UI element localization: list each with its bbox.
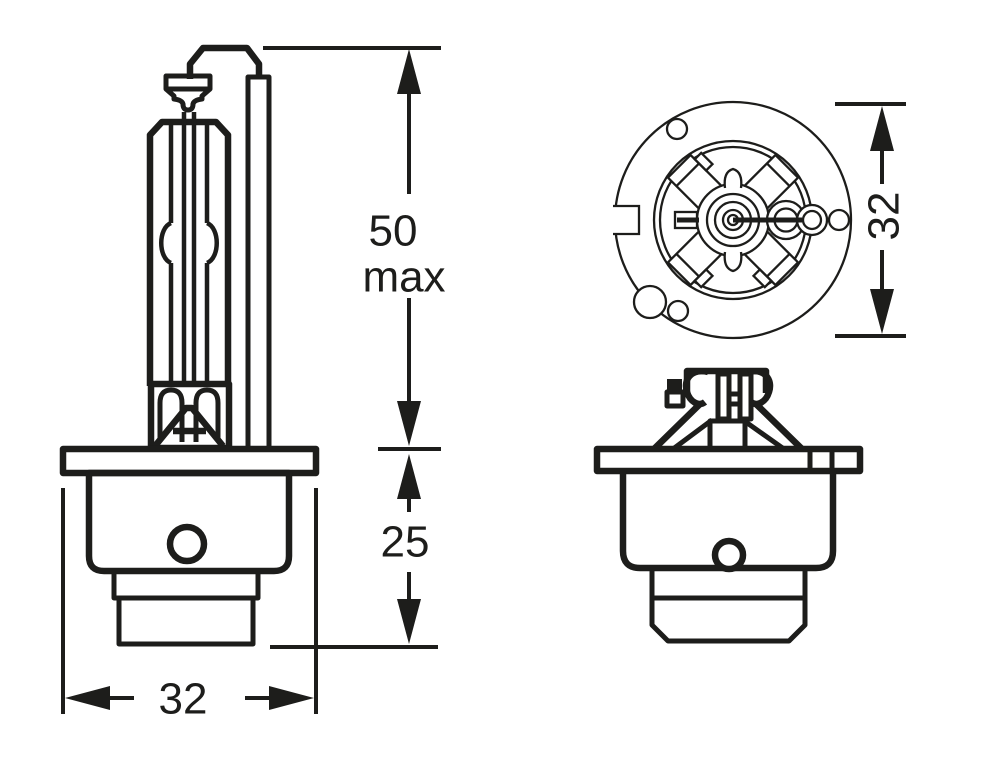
dim-32-diameter-label: 32 bbox=[860, 192, 909, 241]
hole-top-left bbox=[665, 117, 689, 141]
hole-bottom-left bbox=[666, 299, 690, 323]
left-pin bbox=[673, 210, 699, 230]
inner-arc-capsule bbox=[159, 112, 219, 386]
keyway-notch bbox=[606, 204, 641, 236]
reference-hole bbox=[166, 523, 208, 565]
round-notch bbox=[632, 284, 668, 320]
dim-32-width-label: 32 bbox=[159, 675, 208, 724]
support-legs bbox=[651, 400, 805, 452]
dim-50-label: 50 bbox=[369, 207, 418, 256]
extension-lines bbox=[61, 46, 906, 714]
lead-out-terminal bbox=[733, 199, 829, 241]
return-wire bbox=[245, 74, 272, 452]
base-body-rear bbox=[619, 471, 837, 573]
dim-25-label: 25 bbox=[381, 518, 430, 567]
base-plug-rear bbox=[649, 568, 808, 644]
arrow-down-icon bbox=[397, 401, 421, 446]
outer-glass-tube bbox=[146, 118, 232, 386]
top-wire-loop bbox=[186, 44, 263, 79]
arrow-right-icon bbox=[269, 686, 314, 710]
dim-max-label: max bbox=[362, 253, 445, 302]
side-view bbox=[59, 44, 320, 647]
arrow-up-icon bbox=[397, 454, 421, 499]
base-body bbox=[85, 469, 293, 575]
base-pinch-block bbox=[147, 380, 233, 452]
glass-tip bbox=[163, 73, 213, 113]
arrow-up-icon bbox=[397, 49, 421, 94]
mounting-flange bbox=[59, 445, 320, 477]
reference-hole-rear bbox=[711, 537, 747, 573]
dimensions: 50 max 25 32 32 bbox=[61, 46, 909, 724]
mounting-flange-rear bbox=[593, 445, 864, 475]
rear-view bbox=[593, 367, 864, 644]
hole-right bbox=[827, 208, 851, 232]
top-view bbox=[606, 100, 853, 340]
arrow-down-icon bbox=[397, 599, 421, 644]
dim-base-width: 32 bbox=[65, 675, 314, 724]
base-plug bbox=[111, 571, 261, 647]
top-bracket bbox=[683, 367, 770, 422]
arrow-up-icon bbox=[870, 106, 894, 151]
dim-tube-height: 50 max bbox=[362, 49, 446, 446]
dim-cap-diameter: 32 bbox=[860, 106, 909, 334]
discharge-chamber bbox=[159, 220, 219, 266]
arrow-left-icon bbox=[65, 686, 110, 710]
arrow-down-icon bbox=[870, 289, 894, 334]
dim-base-height: 25 bbox=[381, 454, 430, 644]
